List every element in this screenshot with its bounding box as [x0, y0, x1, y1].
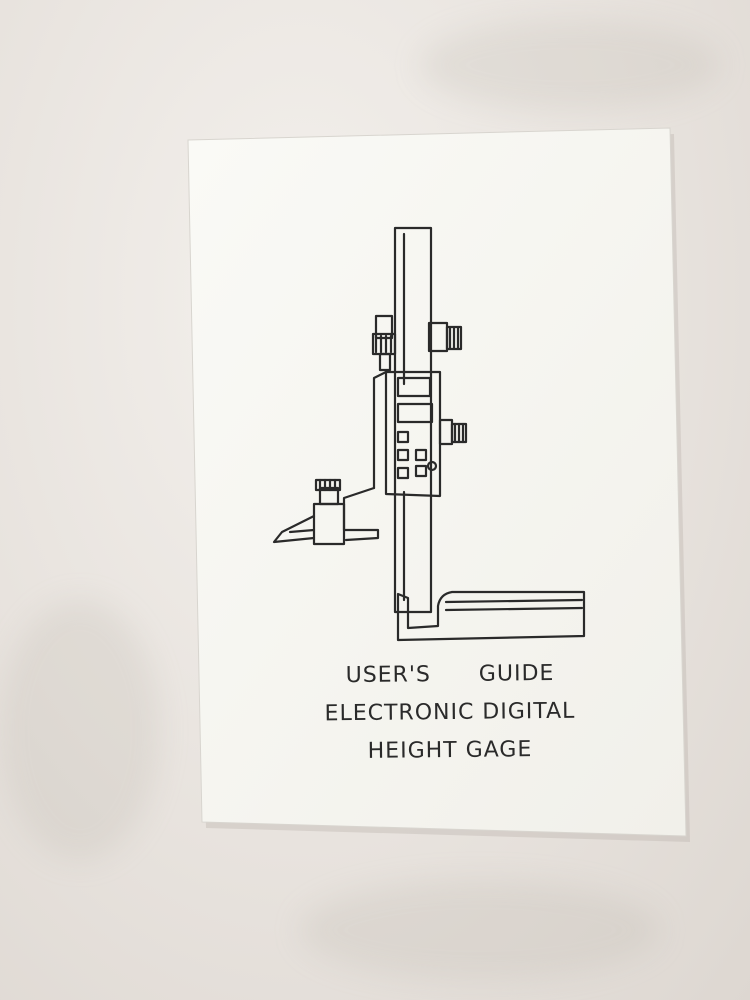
- height-gauge-icon: [272, 226, 586, 642]
- title-height-gage: HEIGHT GAGE: [367, 737, 533, 764]
- fabric-shadow-top: [420, 20, 720, 110]
- title-electronic-digital: ELECTRONIC DIGITAL: [324, 698, 576, 727]
- title-users-guide: USER'S GUIDE: [345, 660, 555, 689]
- fabric-shadow-left: [0, 600, 160, 860]
- booklet-cover: [187, 127, 687, 837]
- fabric-shadow-bottom: [300, 880, 660, 980]
